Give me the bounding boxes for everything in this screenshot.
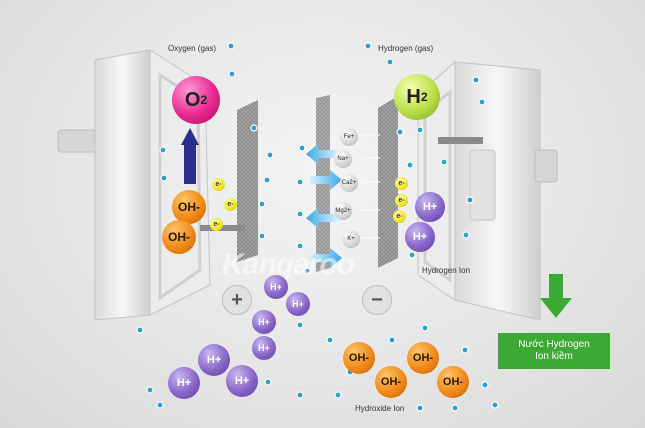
bubble xyxy=(296,210,304,218)
result-line-1: Nước Hydrogen xyxy=(518,339,590,350)
hplus-ion: H+ xyxy=(198,344,230,376)
bubble xyxy=(264,378,272,386)
bubble xyxy=(334,391,342,399)
bubble xyxy=(388,336,396,344)
bubble xyxy=(296,391,304,399)
bubble xyxy=(406,161,414,169)
hplus-ion: H+ xyxy=(252,310,276,334)
oh-ion: OH- xyxy=(343,342,375,374)
bubble xyxy=(440,158,448,166)
bubble xyxy=(386,58,394,66)
bubble xyxy=(462,231,470,239)
bubble xyxy=(156,401,164,409)
ion-flow-arrows xyxy=(306,134,380,268)
bubble xyxy=(416,126,424,134)
bubble xyxy=(258,200,266,208)
hplus-ion: H+ xyxy=(264,275,288,299)
hplus-ion: H+ xyxy=(226,365,258,397)
hplus-ion-cathode-2: H+ xyxy=(405,222,435,252)
bubble xyxy=(146,386,154,394)
bubble xyxy=(478,98,486,106)
electron: e- xyxy=(224,198,237,211)
hplus-ion: H+ xyxy=(252,336,276,360)
output-arrow xyxy=(540,274,572,318)
oxygen-rise-arrow xyxy=(181,128,199,184)
oh-ion-anode-1: OH- xyxy=(172,190,206,224)
oxygen-gas-label: Oxygen (gas) xyxy=(168,44,217,53)
brand-watermark: Kangaroo xyxy=(222,248,355,281)
bubble xyxy=(303,267,311,275)
anode-rod xyxy=(200,225,245,231)
h2-subscript: 2 xyxy=(420,90,428,104)
mineral-ion: Na+ xyxy=(334,150,352,168)
hydrogen-ion-label: Hydrogen Ion xyxy=(422,266,471,275)
result-line-2: Ion kiềm xyxy=(535,351,573,362)
bubble xyxy=(481,381,489,389)
bubble xyxy=(408,251,416,259)
mineral-ion: Ca2+ xyxy=(340,174,358,192)
anode-sign: + xyxy=(222,285,252,315)
bubble xyxy=(472,76,480,84)
bubble xyxy=(421,324,429,332)
electron: e- xyxy=(210,218,223,231)
hplus-ion: H+ xyxy=(168,367,200,399)
bubble xyxy=(466,196,474,204)
bubble xyxy=(461,346,469,354)
bubble xyxy=(227,42,235,50)
oh-ion: OH- xyxy=(437,366,469,398)
bubble xyxy=(160,174,168,182)
bubble xyxy=(266,151,274,159)
mineral-ion: Mg2+ xyxy=(334,202,352,220)
bubble xyxy=(364,42,372,50)
bubble xyxy=(491,401,499,409)
o2-subscript: 2 xyxy=(200,93,208,107)
bubble xyxy=(250,124,258,132)
membrane-right xyxy=(378,96,398,268)
bubble xyxy=(296,178,304,186)
bubble xyxy=(451,404,459,412)
o2-symbol: O xyxy=(184,88,201,111)
electron: e- xyxy=(395,177,408,190)
bubble xyxy=(326,336,334,344)
hydrogen-gas-label: Hydrogen (gas) xyxy=(378,44,434,53)
oh-ion-anode-2: OH- xyxy=(162,220,196,254)
bubble xyxy=(136,326,144,334)
mineral-ion: K+ xyxy=(342,230,360,248)
cathode-sign: − xyxy=(362,285,392,315)
bubble xyxy=(416,404,424,412)
oh-ion: OH- xyxy=(407,342,439,374)
electron: e- xyxy=(393,210,406,223)
oh-ion: OH- xyxy=(375,366,407,398)
alkaline-hydrogen-water-label: Nước Hydrogen Ion kiềm xyxy=(498,333,610,369)
bubble xyxy=(298,144,306,152)
hplus-ion-cathode-1: H+ xyxy=(415,192,445,222)
bubble xyxy=(159,146,167,154)
h2-symbol: H xyxy=(406,85,421,108)
electron: e- xyxy=(212,178,225,191)
electron: e- xyxy=(395,194,408,207)
hplus-ion: H+ xyxy=(286,292,310,316)
mineral-ion: Fe+ xyxy=(340,128,358,146)
anode-mesh xyxy=(237,100,258,262)
bubble xyxy=(263,176,271,184)
bubble xyxy=(396,128,404,136)
bubble xyxy=(258,232,266,240)
bubble xyxy=(228,70,236,78)
hydroxide-ion-label: Hydroxide Ion xyxy=(355,404,405,413)
bubble xyxy=(296,321,304,329)
bubble xyxy=(296,242,304,250)
